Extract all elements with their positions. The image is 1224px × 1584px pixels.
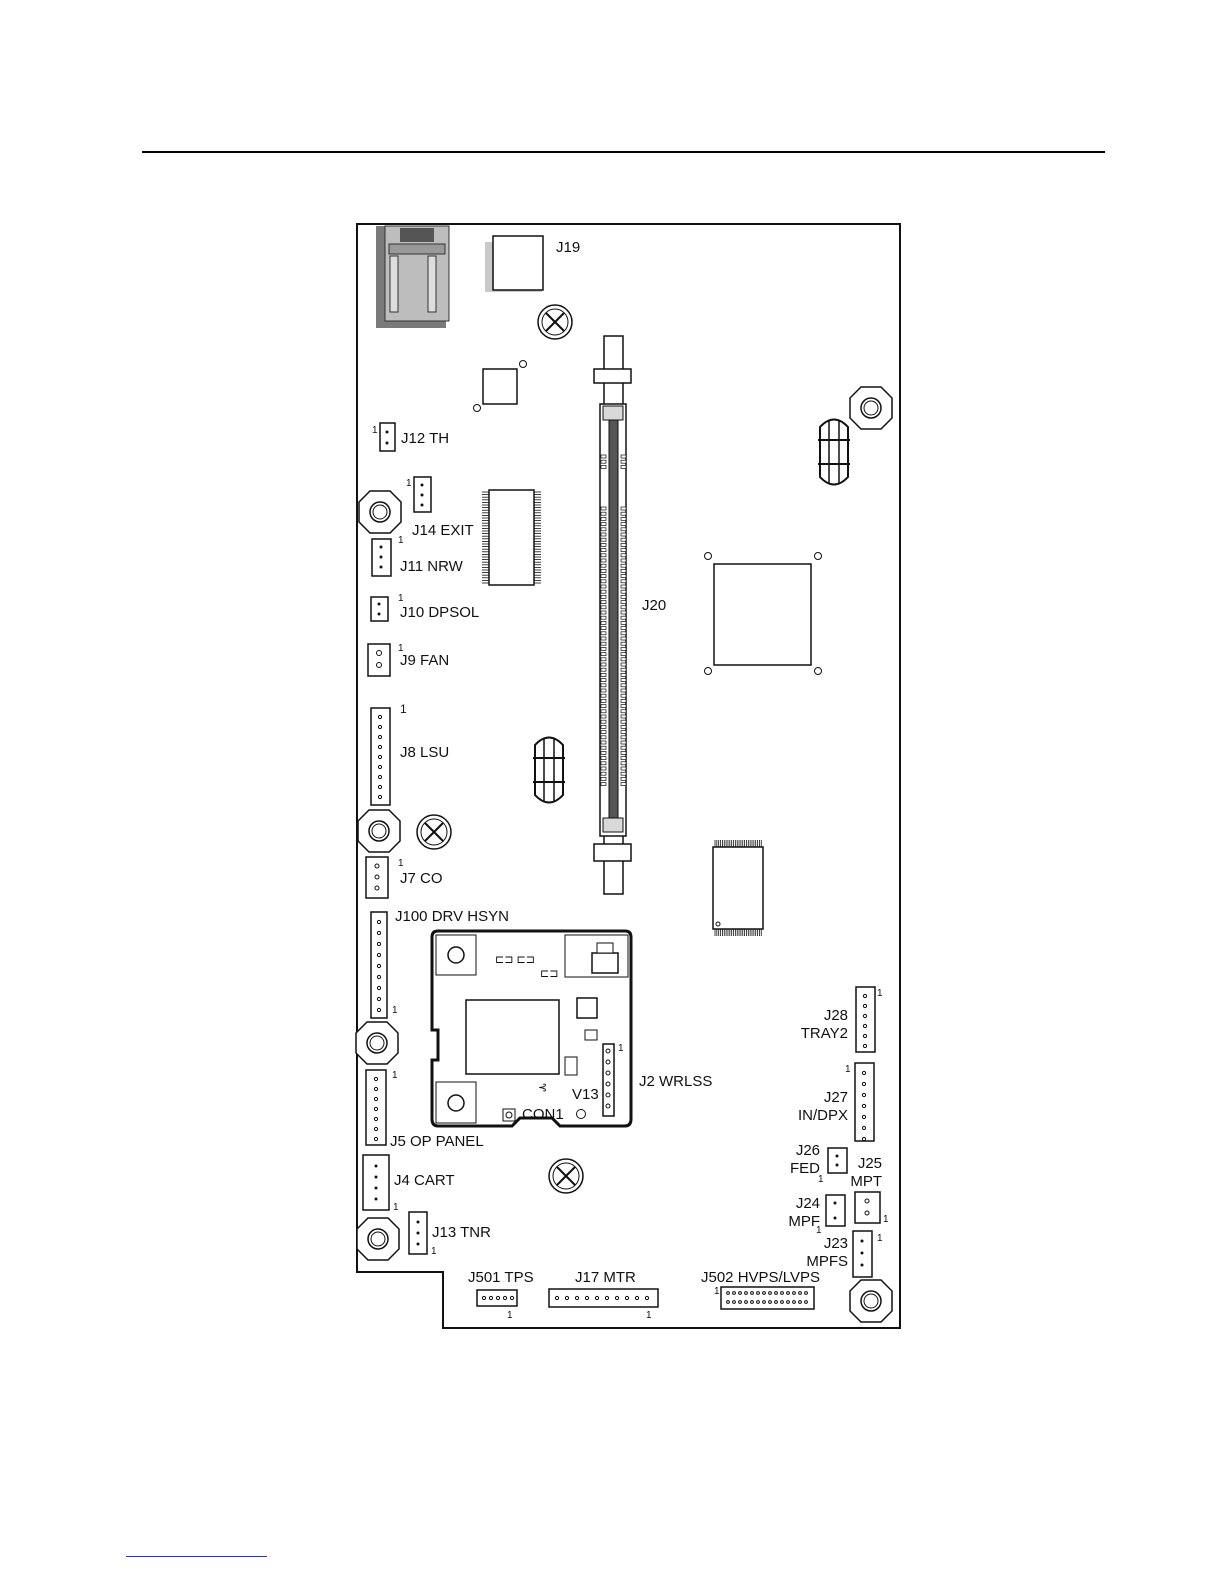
- ferrite-coil-icon: [533, 738, 565, 803]
- wireless-module: ⊏⊐ ⊏⊐ ⊏⊐ ⊰: [432, 931, 631, 1126]
- j28-label: J28: [824, 1007, 848, 1024]
- pin-one-marker: 1: [618, 1043, 624, 1054]
- flash-memory-chip-icon: [713, 840, 763, 936]
- svg-text:⊰: ⊰: [538, 1082, 547, 1094]
- pin-one-marker: 1: [877, 1233, 883, 1244]
- j23-name-label: MPFS: [806, 1253, 848, 1270]
- j9-label: J9 FAN: [400, 652, 449, 669]
- j502-label: J502 HVPS/LVPS: [701, 1269, 820, 1286]
- processor-chip-icon: [705, 553, 822, 675]
- standoff-screw-icon: [359, 491, 401, 533]
- j24-label: J24: [796, 1195, 820, 1212]
- j2-label: J2 WRLSS: [639, 1073, 712, 1090]
- footer-link-underline: [126, 1556, 267, 1557]
- pin-one-marker: 1: [646, 1310, 652, 1321]
- pin-one-marker: 1: [883, 1214, 889, 1225]
- j26-name-label: FED: [790, 1160, 820, 1177]
- pin-one-marker: 1: [400, 702, 407, 716]
- j28-name-label: TRAY2: [801, 1025, 848, 1042]
- standoff-screw-icon: [358, 810, 400, 852]
- j25-name-label: MPT: [850, 1173, 882, 1190]
- pin-one-marker: 1: [398, 535, 404, 546]
- flatpack-ic-chip-icon: [489, 490, 534, 585]
- ethernet-jack-icon: [376, 226, 449, 328]
- j4-connector: [363, 1155, 389, 1210]
- j10-connector: [371, 597, 388, 621]
- pin-one-marker: 1: [818, 1174, 824, 1185]
- j24-connector: [826, 1195, 845, 1226]
- j23-label: J23: [824, 1235, 848, 1252]
- standoff-screw-icon: [357, 1218, 399, 1260]
- pin-one-marker: 1: [392, 1005, 398, 1016]
- standoff-screw-icon: [356, 1022, 398, 1064]
- j11-label: J11 NRW: [400, 558, 464, 575]
- mounting-screw-icon: [538, 305, 572, 339]
- j20-label: J20: [642, 597, 666, 614]
- j27-name-label: IN/DPX: [798, 1107, 848, 1124]
- pin-one-marker: 1: [398, 858, 404, 869]
- pin-one-marker: 1: [877, 988, 883, 999]
- j502-connector: [721, 1287, 814, 1309]
- j26-label: J26: [796, 1142, 820, 1159]
- pin-one-marker: 1: [431, 1246, 437, 1257]
- j10-label: J10 DPSOL: [400, 604, 479, 621]
- con1-label: CON1: [522, 1106, 564, 1123]
- pin-one-marker: 1: [714, 1286, 720, 1297]
- pin-one-marker: 1: [372, 425, 378, 436]
- j19-connector: [485, 236, 543, 292]
- mounting-screw-icon: [549, 1159, 583, 1193]
- j17-label: J17 MTR: [575, 1269, 636, 1286]
- pin-one-marker: 1: [507, 1310, 513, 1321]
- pin-one-marker: 1: [393, 1202, 399, 1213]
- j5-label: J5 OP PANEL: [390, 1133, 484, 1150]
- pin-one-marker: 1: [406, 478, 412, 489]
- ferrite-coil-icon: [818, 420, 850, 485]
- pin-one-marker: 1: [816, 1225, 822, 1236]
- svg-text:⊏⊐ ⊏⊐: ⊏⊐ ⊏⊐: [495, 954, 535, 966]
- j501-label: J501 TPS: [468, 1269, 534, 1286]
- pin-one-marker: 1: [392, 1070, 398, 1081]
- standoff-screw-icon: [850, 1280, 892, 1322]
- mounting-screw-icon: [417, 815, 451, 849]
- pin-one-marker: 1: [398, 593, 404, 604]
- j100-label: J100 DRV HSYN: [395, 908, 509, 925]
- j14-label: J14 EXIT: [412, 522, 474, 539]
- j12-label: J12 TH: [401, 430, 449, 447]
- j8-label: J8 LSU: [400, 744, 449, 761]
- j7-label: J7 CO: [400, 870, 443, 887]
- j9-connector: [368, 644, 390, 676]
- pin-one-marker: 1: [845, 1064, 851, 1075]
- j27-label: J27: [824, 1089, 848, 1106]
- j25-connector: [855, 1192, 880, 1223]
- j19-label: J19: [556, 239, 580, 256]
- svg-text:⊏⊐: ⊏⊐: [540, 968, 558, 980]
- j25-label: J25: [858, 1155, 882, 1172]
- v13-label: V13: [572, 1086, 599, 1103]
- j26-connector: [828, 1148, 847, 1173]
- j20-memory-slot: [594, 336, 631, 894]
- j13-label: J13 TNR: [432, 1224, 491, 1241]
- j12-connector: [380, 423, 395, 451]
- j4-label: J4 CART: [394, 1172, 455, 1189]
- standoff-screw-icon: [850, 387, 892, 429]
